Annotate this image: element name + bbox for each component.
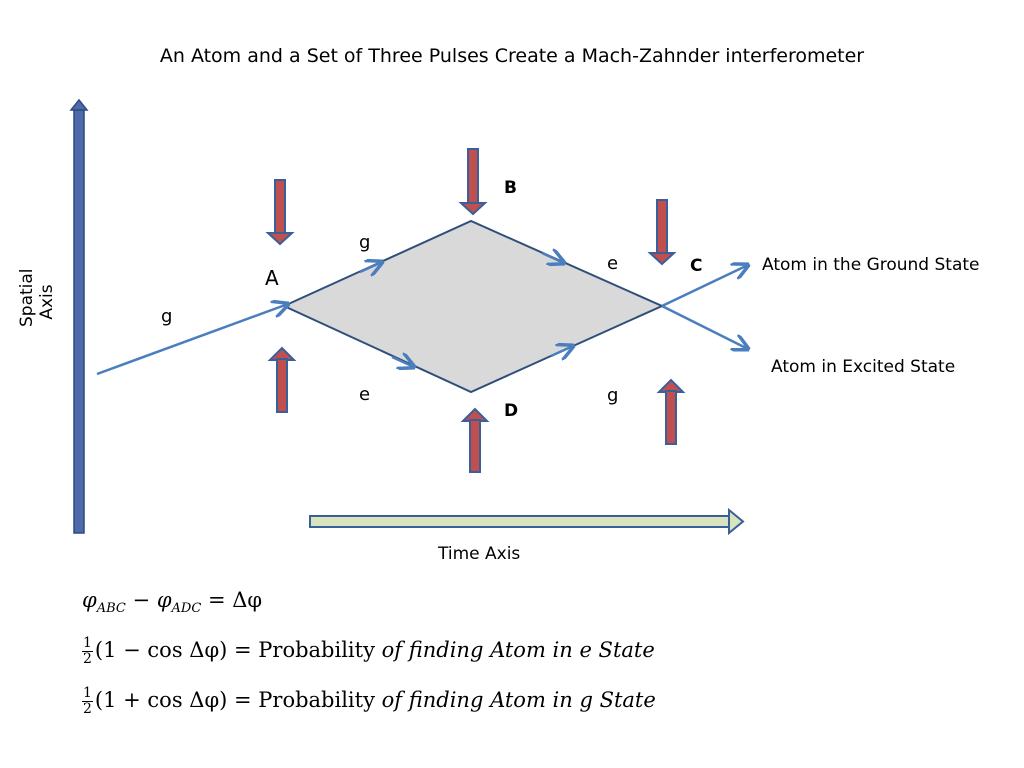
- pulse-arrow-up: [656, 378, 686, 445]
- pulse-arrow-up: [460, 407, 490, 473]
- point-label-a: A: [265, 266, 279, 290]
- time-axis-label: Time Axis: [438, 544, 521, 564]
- point-label-b: B: [504, 178, 517, 198]
- state-label-lower-right: g: [607, 385, 619, 406]
- interferometer-diamond: [281, 219, 665, 394]
- upper-right-direction-arrow: [541, 253, 564, 263]
- state-label-upper-left: g: [359, 232, 371, 253]
- lower-right-direction-arrow: [550, 346, 573, 356]
- spatial-axis-arrow: [69, 98, 89, 534]
- state-label-lower-left: e: [359, 384, 371, 405]
- pulse-arrow-down: [647, 199, 677, 266]
- point-label-d: D: [504, 401, 519, 421]
- point-label-c: C: [690, 256, 703, 276]
- upper-left-direction-arrow: [359, 262, 382, 272]
- state-label-incoming: g: [161, 306, 173, 327]
- spatial-axis-label: Spatial Axis: [17, 268, 57, 327]
- pulse-arrow-up: [267, 346, 297, 413]
- time-axis-arrow: [309, 507, 745, 536]
- excited-state-output-label: Atom in Excited State: [771, 357, 956, 377]
- phase-difference-equation: φABC − φADC = Δφ: [82, 588, 263, 617]
- pulse-arrow-down: [265, 179, 295, 246]
- pulse-arrow-down: [458, 148, 488, 216]
- diagram-title: An Atom and a Set of Three Pulses Create…: [159, 45, 865, 67]
- lower-left-direction-arrow: [391, 357, 414, 367]
- state-label-upper-right: e: [607, 253, 619, 274]
- excited-output-path: [661, 304, 748, 349]
- ground-output-path: [661, 265, 748, 308]
- ground-state-output-label: Atom in the Ground State: [762, 255, 980, 275]
- incoming-path: [96, 304, 288, 376]
